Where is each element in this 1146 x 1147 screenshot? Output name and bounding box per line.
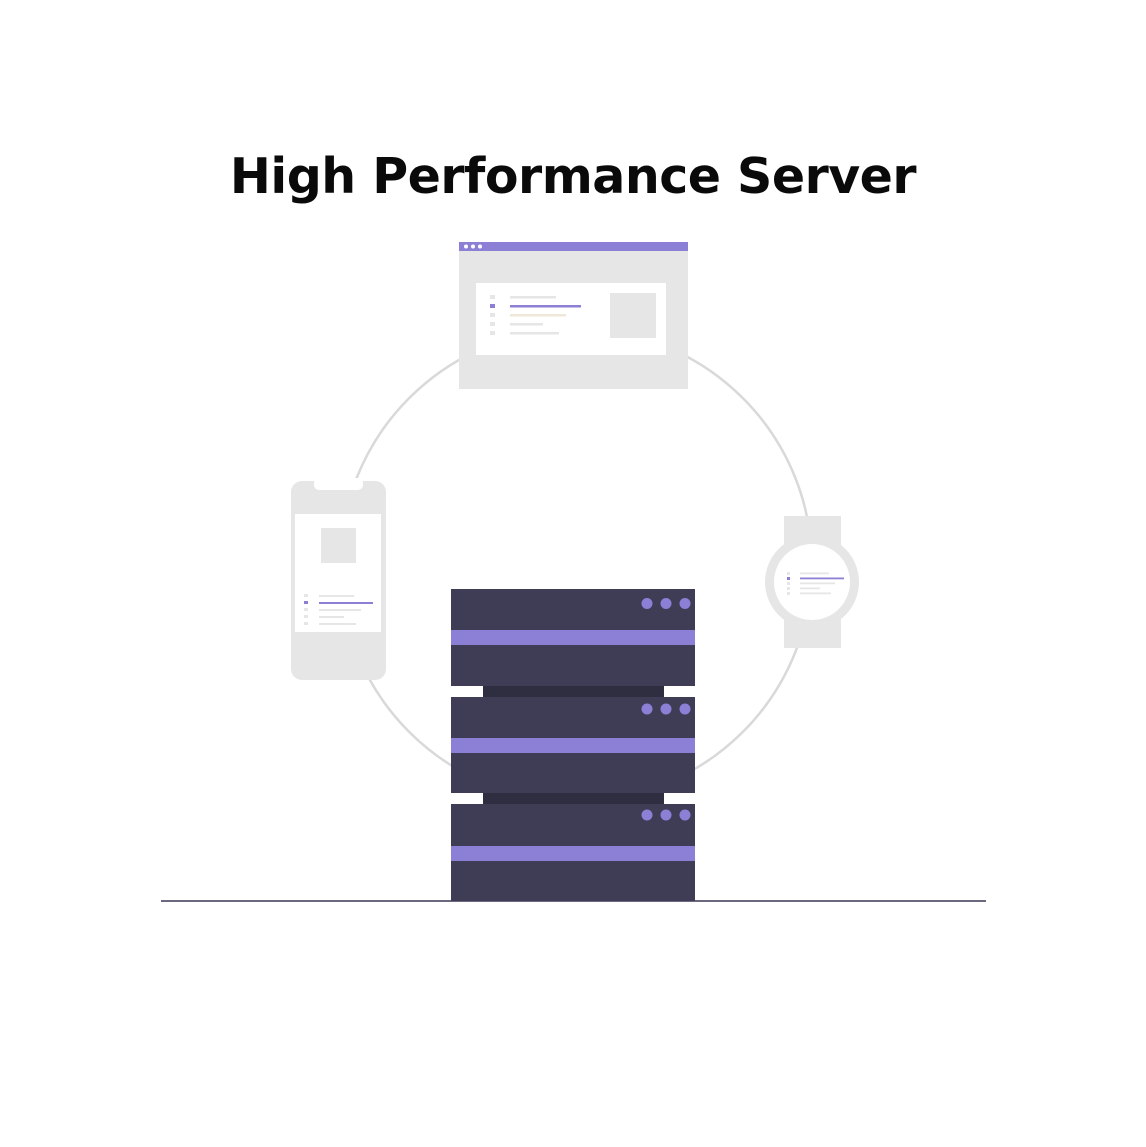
server-accent-stripe (451, 630, 695, 645)
server-light-icon (679, 809, 691, 821)
server-stack (451, 589, 695, 901)
server-light-icon (641, 598, 653, 609)
server-accent-stripe (451, 738, 695, 753)
server-light-icon (660, 809, 672, 821)
page-title: High Performance Server (229, 148, 917, 205)
watch-list (787, 572, 844, 595)
server-accent-stripe (451, 846, 695, 861)
server-unit (451, 589, 695, 686)
server-gap (483, 793, 664, 804)
browser-dot-icon (478, 244, 482, 249)
server-light-icon (679, 703, 691, 715)
smartphone-device (291, 478, 386, 680)
browser-dot-icon (471, 244, 475, 249)
server-light-icon (641, 809, 653, 821)
browser-window-device (459, 242, 688, 389)
server-light-icon (660, 598, 672, 609)
phone-image-placeholder (321, 528, 356, 563)
server-unit (451, 804, 695, 901)
phone-list (304, 594, 373, 625)
watch-face (774, 544, 850, 620)
phone-notch (314, 478, 363, 490)
browser-image-placeholder (610, 293, 656, 338)
smartwatch-device (765, 516, 859, 648)
server-light-icon (660, 703, 672, 715)
server-gap (483, 686, 664, 697)
browser-list (490, 295, 581, 335)
browser-title-bar (459, 242, 688, 251)
server-light-icon (641, 703, 653, 715)
server-light-icon (679, 598, 691, 609)
browser-dot-icon (464, 244, 468, 249)
server-unit (451, 697, 695, 793)
